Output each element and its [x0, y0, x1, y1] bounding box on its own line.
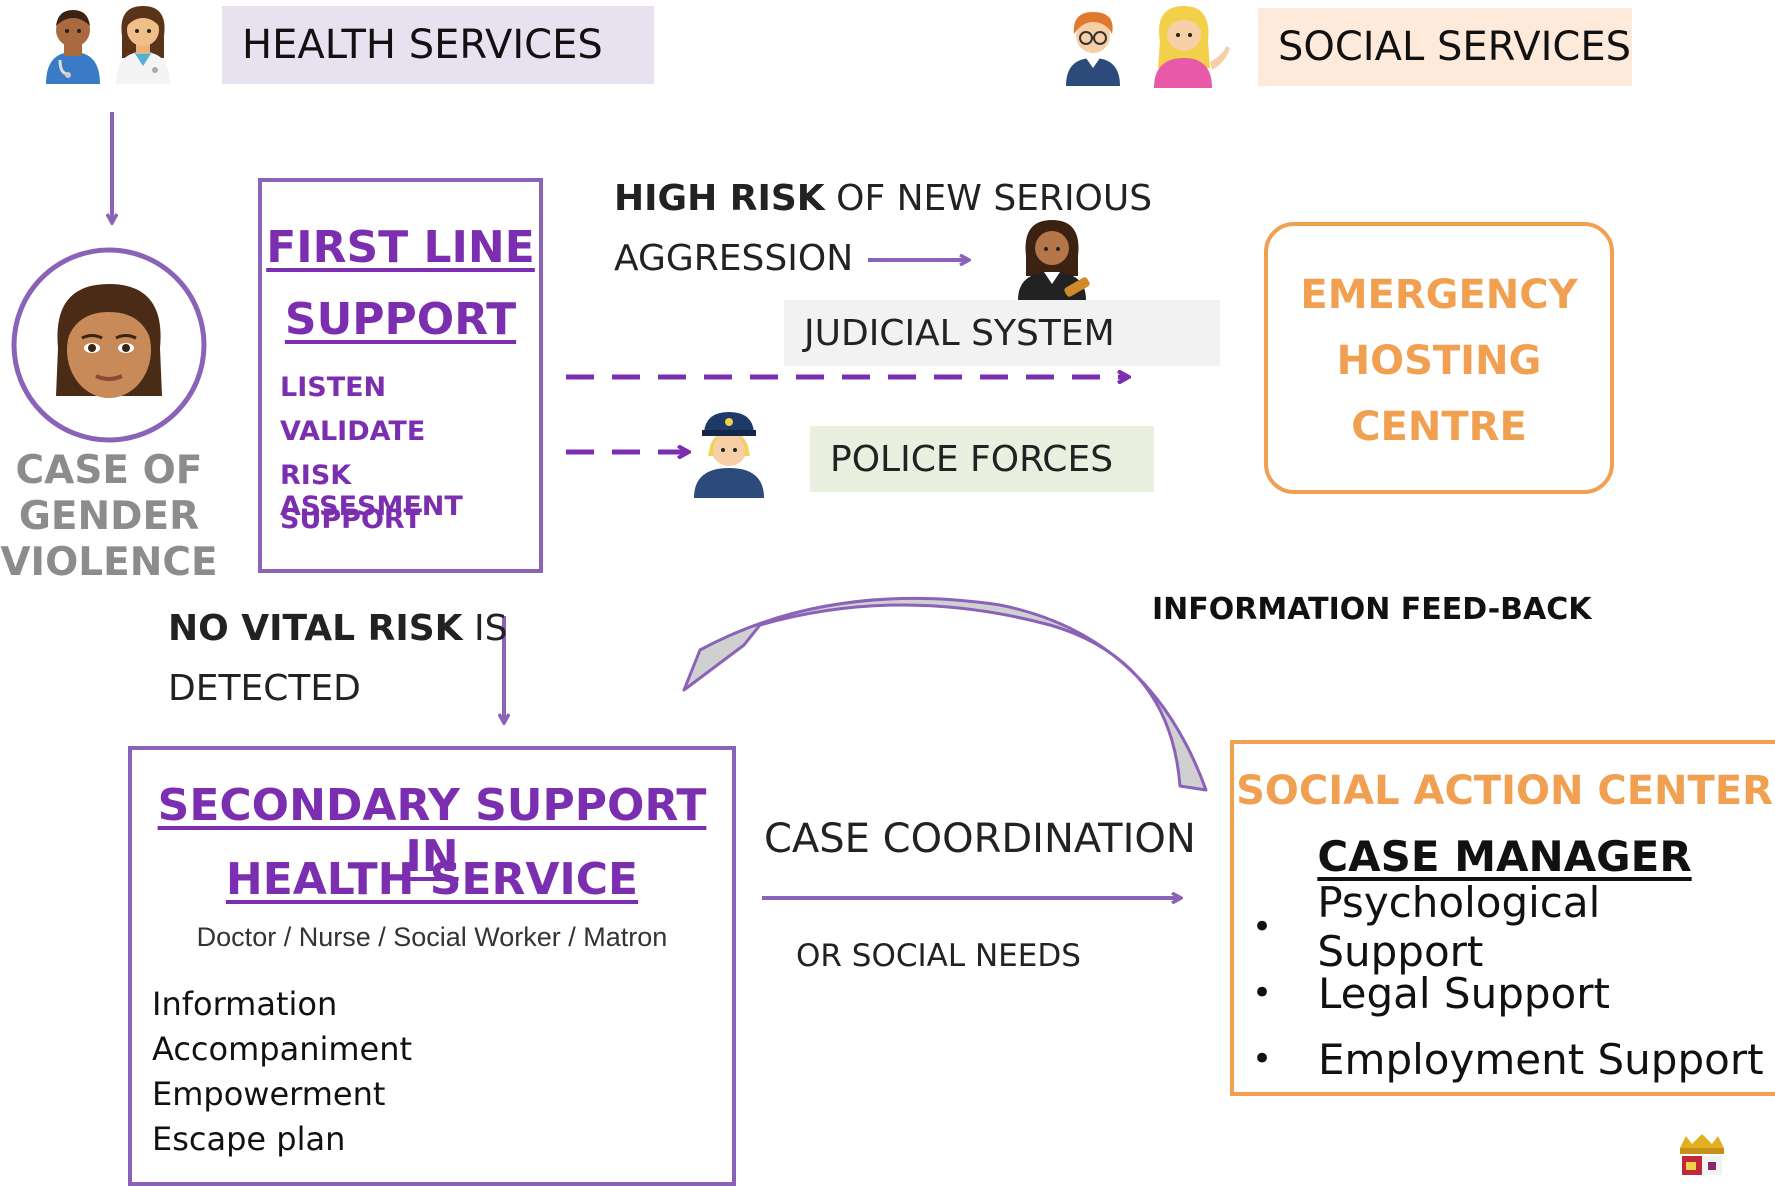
bullet-icon: •	[1252, 907, 1273, 947]
first-line-support-box: FIRST LINE SUPPORT LISTEN VALIDATE RISK …	[258, 178, 543, 573]
no-vital-risk-label: NO VITAL RISK IS	[168, 608, 507, 649]
social-action-item: • Psychological Support	[1234, 878, 1775, 976]
case-coordination-label: CASE COORDINATION	[764, 816, 1196, 862]
social-action-title: SOCIAL ACTION CENTER	[1236, 768, 1773, 814]
secondary-support-box: SECONDARY SUPPORT IN HEALTH SERVICE Doct…	[128, 746, 736, 1186]
detected-label: DETECTED	[168, 668, 361, 709]
secondary-item: Information	[152, 985, 338, 1023]
feedback-curved-arrow	[682, 596, 1208, 792]
woman-tipping-hand-icon	[1154, 6, 1230, 88]
first-line-item: RISK ASSESMENT	[280, 460, 463, 522]
high-risk-rest: OF NEW SERIOUS	[824, 178, 1153, 219]
judicial-system-label: JUDICIAL SYSTEM	[804, 312, 1115, 354]
emergency-line-1: EMERGENCY	[1300, 272, 1578, 318]
health-services-header: HEALTH SERVICES	[222, 6, 654, 84]
social-action-item: • Legal Support	[1234, 960, 1610, 1026]
male-health-worker-icon	[46, 10, 100, 84]
social-action-item-label: Psychological Support	[1317, 878, 1601, 976]
health-services-label: HEALTH SERVICES	[242, 22, 603, 68]
secondary-subtitle: Doctor / Nurse / Social Worker / Matron	[196, 922, 668, 952]
high-risk-bold: HIGH RISK	[614, 178, 825, 219]
case-line-2: GENDER	[18, 494, 200, 539]
first-line-item: SUPPORT	[280, 504, 422, 535]
aggression-label: AGGRESSION	[614, 238, 854, 279]
social-action-item: • Employment Support	[1234, 1026, 1764, 1092]
first-line-item: VALIDATE	[280, 416, 426, 447]
case-line-3: VIOLENCE	[0, 540, 218, 585]
secondary-item: Escape plan	[152, 1120, 346, 1158]
secondary-item: Empowerment	[152, 1075, 386, 1113]
woman-face-icon	[56, 284, 162, 398]
bullet-icon: •	[1252, 973, 1273, 1013]
social-action-item-label: Employment Support	[1318, 1034, 1764, 1084]
police-forces-box: POLICE FORCES	[810, 426, 1154, 492]
case-line-1: CASE OF	[15, 448, 203, 493]
first-line-title-2: SUPPORT	[284, 294, 517, 345]
secondary-item: Accompaniment	[152, 1030, 413, 1068]
police-forces-label: POLICE FORCES	[830, 438, 1114, 480]
social-action-item-label: Legal Support	[1318, 968, 1610, 1018]
social-services-label: SOCIAL SERVICES	[1278, 24, 1631, 70]
bullet-icon: •	[1252, 1039, 1273, 1079]
high-risk-label: HIGH RISK OF NEW SERIOUS	[614, 178, 1152, 219]
information-feedback-label: INFORMATION FEED-BACK	[1152, 592, 1592, 627]
man-with-glasses-icon	[1066, 12, 1120, 86]
or-social-needs-label: OR SOCIAL NEEDS	[796, 938, 1081, 974]
coat-of-arms-icon	[1680, 1134, 1724, 1175]
case-of-gender-violence: CASE OF GENDER VIOLENCE	[0, 448, 218, 586]
judge-icon	[1018, 220, 1090, 300]
female-health-worker-icon	[116, 6, 170, 84]
social-services-header: SOCIAL SERVICES	[1258, 8, 1632, 86]
case-manager-title: CASE MANAGER	[1317, 832, 1692, 881]
no-vital-risk-rest: IS	[462, 608, 508, 649]
first-line-item: LISTEN	[280, 372, 387, 403]
secondary-title-2: HEALTH SERVICE	[225, 854, 639, 905]
emergency-line-2: HOSTING	[1336, 338, 1542, 384]
secondary-title-1: SECONDARY SUPPORT IN	[157, 780, 707, 882]
emergency-line-3: CENTRE	[1351, 404, 1527, 450]
no-vital-risk-bold: NO VITAL RISK	[168, 608, 463, 649]
social-action-center-box: SOCIAL ACTION CENTER CASE MANAGER • Psyc…	[1230, 740, 1775, 1096]
first-line-title-1: FIRST LINE	[266, 222, 535, 273]
emergency-hosting-centre-box: EMERGENCY HOSTING CENTRE	[1264, 222, 1614, 494]
police-officer-icon	[694, 412, 764, 498]
judicial-system-box: JUDICIAL SYSTEM	[784, 300, 1220, 366]
